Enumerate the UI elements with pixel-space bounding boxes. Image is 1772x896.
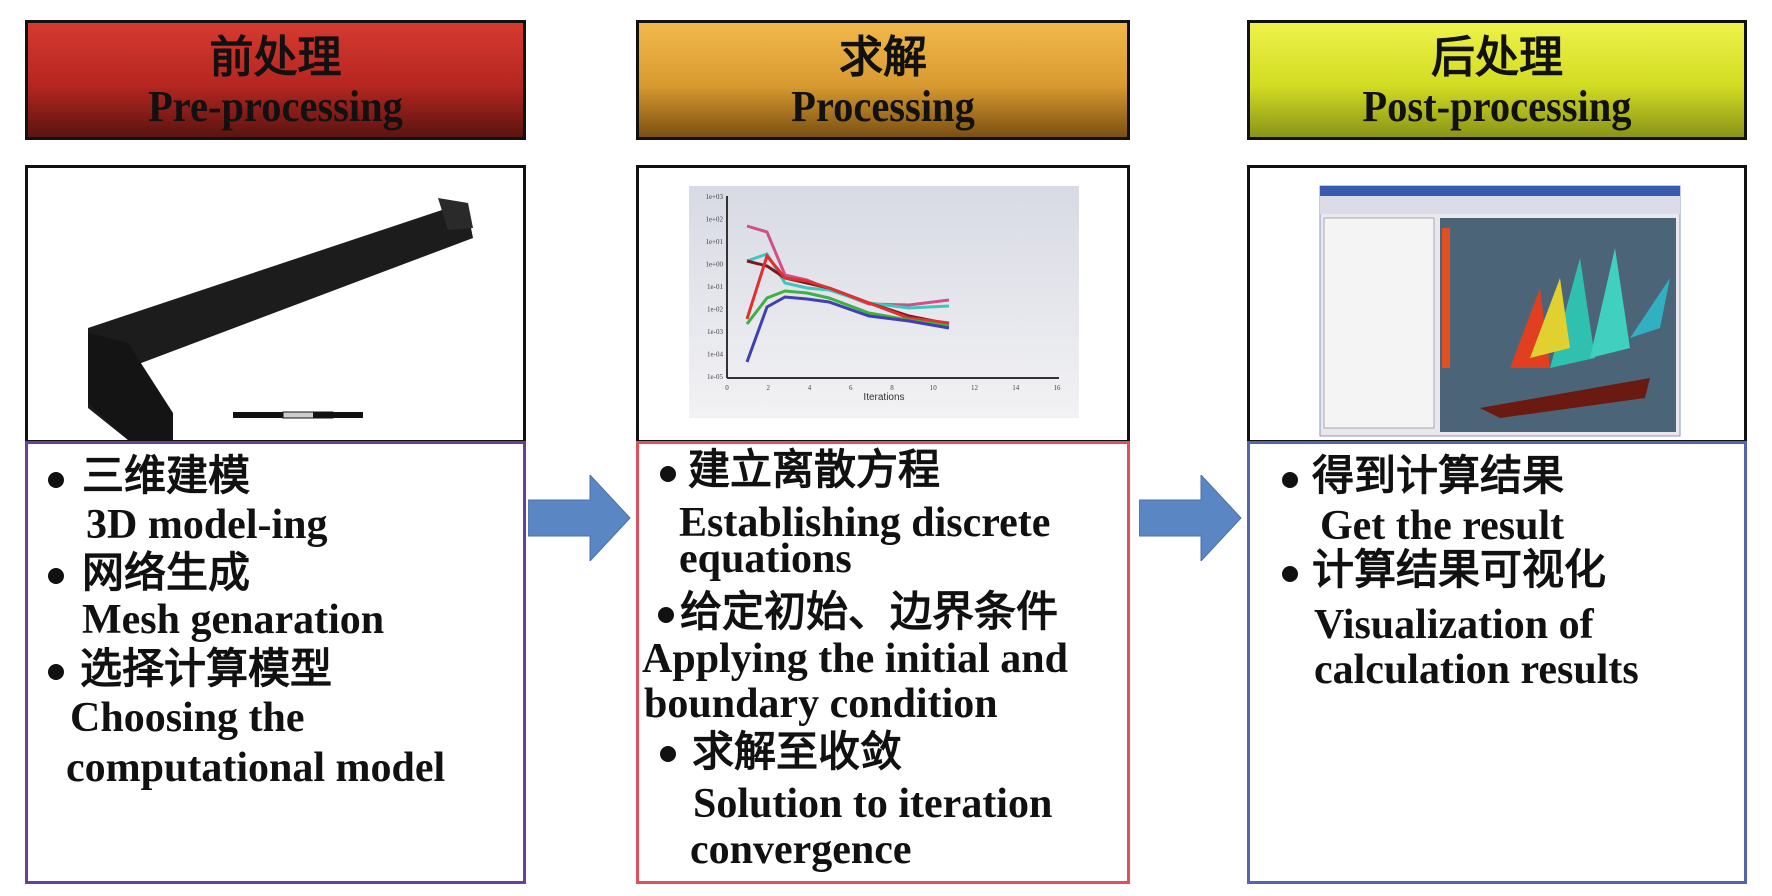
plot-ytick-label: 1e+00 [705,261,723,269]
plot-xtick-label: 4 [808,384,812,392]
step-zh: 三维建模 [82,454,251,500]
step-en: Mesh genaration [82,597,385,643]
bullet-icon [1282,566,1298,582]
residual-plot-image: Iterations 0 2 4 6 8 10 12 14 16 1e+03 1e+02 1e+01 1… [689,186,1079,418]
header-zh: 求解 [839,33,927,82]
plot-ytick-label: 1e-05 [707,373,723,381]
plot-xlabel: Iterations [863,392,904,403]
step-en: computational model [66,745,446,791]
step-en: Solution to iteration [693,781,1053,827]
plot-xtick-label: 8 [890,384,894,392]
bullet-icon [48,472,64,488]
plot-xtick-label: 2 [767,384,771,392]
model-image-panel [25,165,526,443]
residual-plot-panel: Iterations 0 2 4 6 8 10 12 14 16 1e+03 1e+02 1e+01 1… [636,165,1130,443]
plot-xtick-label: 12 [971,384,979,392]
header-en: Processing [791,82,975,131]
plot-xtick-label: 6 [849,384,853,392]
arrow-right-icon [528,475,631,561]
bullet-icon [1282,472,1298,488]
step-en: calculation results [1314,647,1639,693]
plot-xtick-label: 16 [1054,384,1062,392]
header-en: Pre-processing [148,82,403,131]
step-zh: 网络生成 [82,551,251,597]
pipe-model-image [88,198,473,440]
step-en: equations [679,536,852,582]
post-processing-steps [1247,441,1747,884]
pre-processing-steps [25,441,526,884]
plot-ytick-label: 1e-01 [707,283,723,291]
step-en: 3D model-ing [86,502,328,548]
ship-visualization-image [1319,185,1681,437]
step-zh: 求解至收敛 [692,730,903,776]
processing-steps [636,441,1130,884]
step-zh: 选择计算模型 [80,647,333,693]
plot-ytick-label: 1e+01 [705,238,723,246]
step-en: Visualization of [1314,602,1594,648]
bullet-icon [658,607,674,623]
plot-ytick-label: 1e-03 [707,328,723,336]
step-zh: 得到计算结果 [1312,454,1565,500]
header-zh: 前处理 [209,33,342,82]
visualization-panel [1247,165,1747,443]
header-zh: 后处理 [1431,33,1563,82]
bullet-icon [660,746,676,762]
plot-ytick-label: 1e+03 [705,193,723,201]
plot-xtick-label: 10 [930,384,938,392]
step-zh: 给定初始、边界条件 [680,590,1059,636]
step-zh: 计算结果可视化 [1312,548,1607,594]
step-en: Get the result [1320,503,1565,549]
plot-xtick-label: 0 [725,384,729,392]
header-en: Post-processing [1362,82,1632,131]
step-en: boundary condition [644,681,998,727]
bullet-icon [48,664,64,680]
step-en: convergence [690,827,912,873]
step-zh: 建立离散方程 [688,448,941,494]
plot-ytick-label: 1e+02 [705,216,723,224]
arrow-right-icon [1139,475,1242,561]
step-en: Applying the initial and [642,636,1068,682]
plot-ytick-label: 1e-04 [707,351,723,359]
step-en: Choosing the [70,695,305,741]
plot-xtick-label: 14 [1012,384,1020,392]
bullet-icon [48,568,64,584]
plot-ytick-label: 1e-02 [707,306,723,314]
bullet-icon [660,466,676,482]
step-en: Establishing discrete [679,500,1051,546]
